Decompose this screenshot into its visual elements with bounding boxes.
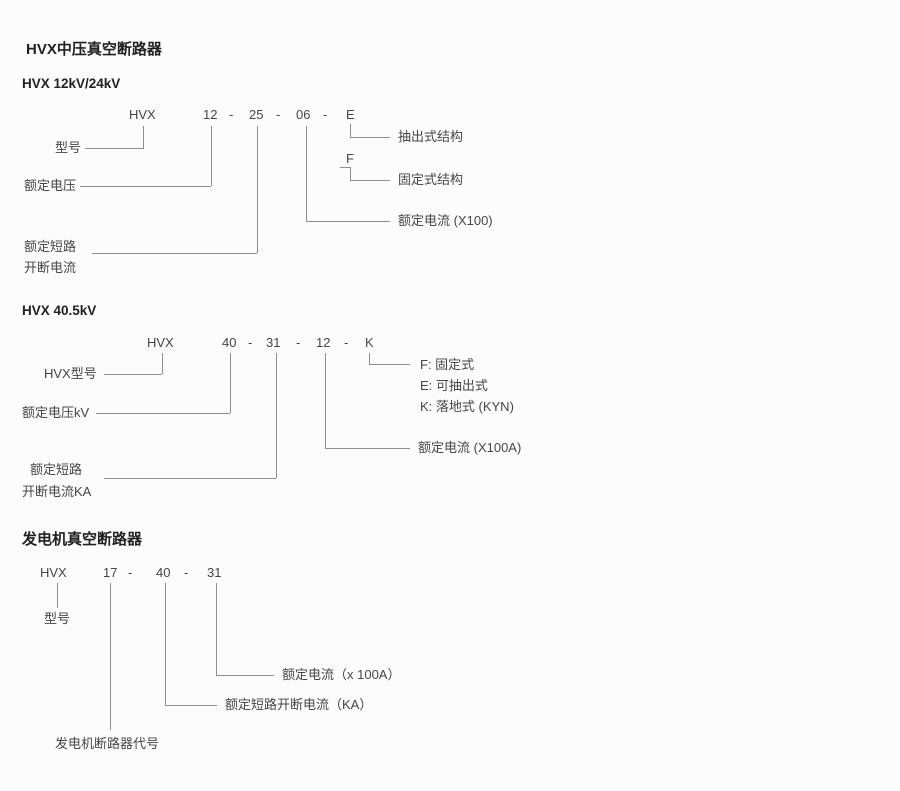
- connector-line: [216, 583, 217, 675]
- code-segment: 40: [156, 565, 171, 580]
- label-rated-current: 额定电流（x 100A）: [282, 667, 401, 682]
- connector-line: [104, 478, 276, 479]
- connector-line: [80, 186, 211, 187]
- connector-line: [350, 124, 351, 137]
- connector-line: [306, 221, 390, 222]
- connector-line: [306, 126, 307, 221]
- connector-line: [211, 126, 212, 186]
- connector-line: [104, 374, 162, 375]
- code-dash: -: [323, 107, 328, 122]
- connector-line: [165, 705, 217, 706]
- label-rated-voltage: 额定电压: [24, 178, 77, 193]
- label-fixed: 固定式结构: [398, 172, 464, 187]
- code-segment: 25: [249, 107, 264, 122]
- connector-line: [340, 167, 351, 168]
- code-dash: -: [276, 107, 281, 122]
- connector-line: [350, 167, 351, 180]
- connector-line: [257, 126, 258, 253]
- connector-line: [230, 353, 231, 413]
- code-dash: -: [128, 565, 133, 580]
- connector-line: [369, 353, 370, 364]
- code-segment: HVX: [40, 565, 67, 580]
- connector-line: [162, 353, 163, 374]
- label-model: 型号: [55, 140, 82, 155]
- section-title-generator: 发电机真空断路器: [22, 531, 143, 548]
- code-segment: 31: [266, 335, 281, 350]
- section-title-hvx-mv: HVX中压真空断路器: [26, 41, 162, 58]
- label-rated-current: 额定电流 (X100A): [418, 440, 522, 455]
- label-short-circuit: 额定短路开断电流（KA）: [225, 697, 373, 712]
- code-segment: 06: [296, 107, 311, 122]
- code-segment: 12: [203, 107, 218, 122]
- label-model: 型号: [44, 611, 71, 626]
- connector-line: [325, 353, 326, 448]
- connector-line: [276, 353, 277, 478]
- code-segment: HVX: [147, 335, 174, 350]
- connector-line: [57, 583, 58, 608]
- code-letter-f: F: [346, 151, 354, 166]
- label-option-floor: K: 落地式 (KYN): [420, 399, 514, 414]
- connector-line: [96, 413, 230, 414]
- connector-line: [110, 583, 111, 730]
- code-dash: -: [184, 565, 189, 580]
- connector-line: [325, 448, 410, 449]
- connector-line: [85, 148, 143, 149]
- code-segment: 12: [316, 335, 331, 350]
- connector-line: [350, 137, 390, 138]
- connector-line: [369, 364, 410, 365]
- code-dash: -: [344, 335, 349, 350]
- label-withdrawable: 抽出式结构: [398, 129, 464, 144]
- label-generator-code: 发电机断路器代号: [55, 736, 160, 751]
- code-segment: E: [346, 107, 355, 122]
- connector-line: [350, 180, 390, 181]
- label-short-circuit-1: 额定短路: [24, 239, 77, 254]
- label-option-withdrawable: E: 可抽出式: [420, 378, 488, 393]
- connector-line: [216, 675, 274, 676]
- code-segment: 40: [222, 335, 237, 350]
- connector-line: [92, 253, 257, 254]
- label-rated-voltage: 额定电压kV: [22, 405, 90, 420]
- connector-line: [165, 583, 166, 705]
- label-short-circuit-2: 开断电流KA: [22, 484, 92, 499]
- label-option-fixed: F: 固定式: [420, 357, 475, 372]
- code-dash: -: [229, 107, 234, 122]
- code-segment: HVX: [129, 107, 156, 122]
- section-subtitle-12kv-24kv: HVX 12kV/24kV: [22, 76, 121, 91]
- code-dash: -: [296, 335, 301, 350]
- label-short-circuit-2: 开断电流: [24, 260, 77, 275]
- code-dash: -: [248, 335, 253, 350]
- section-subtitle-405kv: HVX 40.5kV: [22, 303, 97, 318]
- connector-line: [143, 126, 144, 149]
- code-segment: K: [365, 335, 374, 350]
- code-segment: 17: [103, 565, 118, 580]
- code-segment: 31: [207, 565, 222, 580]
- label-short-circuit-1: 额定短路: [30, 462, 83, 477]
- label-model: HVX型号: [44, 366, 97, 381]
- label-rated-current: 额定电流 (X100): [398, 213, 493, 228]
